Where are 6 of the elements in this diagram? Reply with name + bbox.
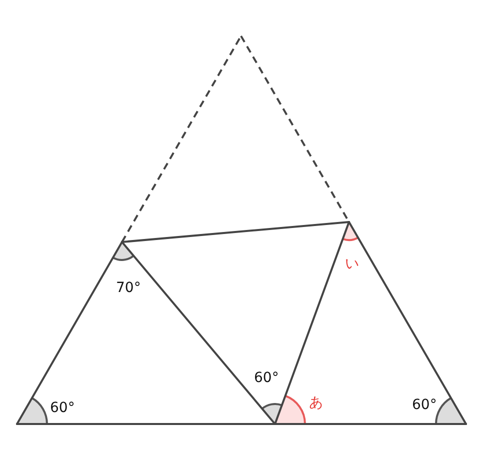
angle-label: 60° (50, 401, 75, 415)
angle-label: あ (309, 396, 323, 410)
angle-label: い (345, 257, 359, 271)
angle-label: 60° (412, 398, 437, 412)
angle-label: 60° (254, 371, 279, 385)
angle-label: 70° (116, 281, 141, 295)
